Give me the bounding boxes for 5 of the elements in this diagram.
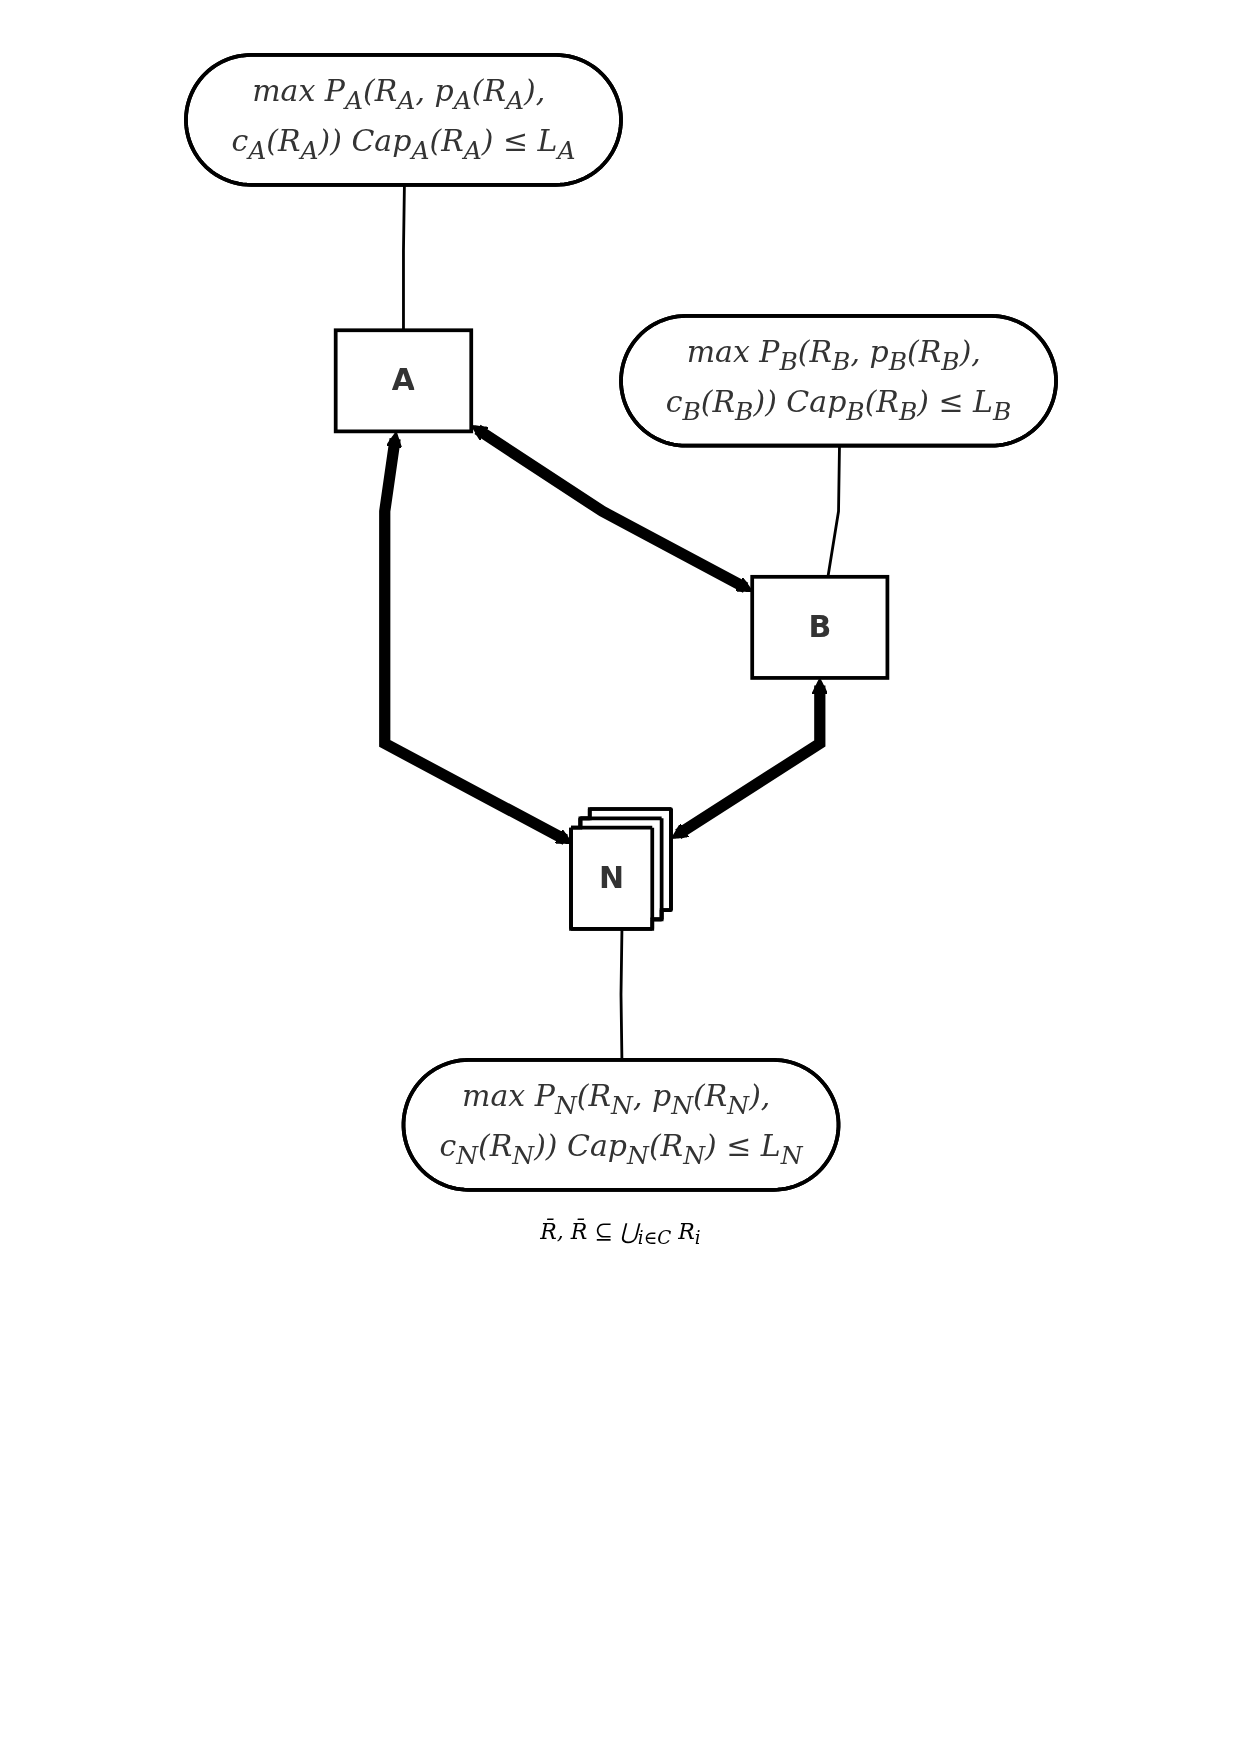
formula-label: R̄, R̄ ⊆ ⋃$_{i∈C}$ R$_{i}$ xyxy=(539,1218,702,1249)
connector xyxy=(401,185,406,331)
arrow xyxy=(670,677,828,840)
node-box: A xyxy=(333,328,473,434)
node-box: B xyxy=(749,574,889,680)
